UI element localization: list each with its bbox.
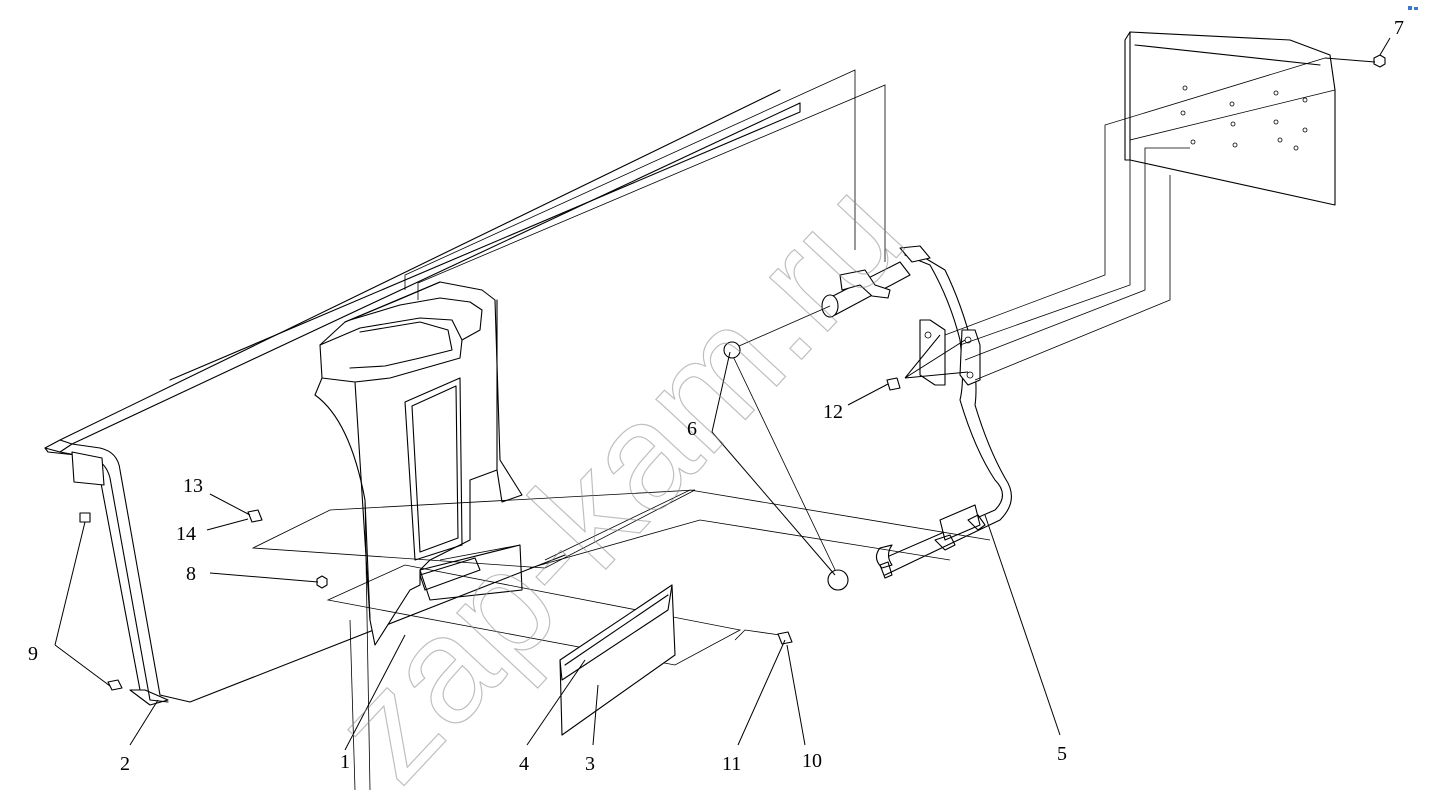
callout-4: 4 (519, 753, 529, 775)
cap-6-lower (827, 569, 849, 591)
fastener-9-lower (107, 679, 123, 691)
callout-6: 6 (687, 418, 697, 440)
callout-3: 3 (585, 753, 595, 775)
pipe-upper-segment (821, 245, 931, 318)
callout-8: 8 (186, 563, 196, 585)
corner-logo-icon (1408, 6, 1418, 10)
fastener-9-upper (79, 512, 91, 523)
bolt-13 (247, 509, 263, 523)
mounting-plate-upper (251, 489, 696, 569)
callout-9: 9 (28, 643, 38, 665)
part-5-pipe (875, 254, 1012, 579)
cap-6-upper (723, 341, 741, 359)
bolt-10 (777, 631, 793, 645)
callout-2: 2 (120, 753, 130, 775)
assembly-lines (349, 57, 1336, 791)
nut-8 (316, 575, 328, 589)
side-panel-left (44, 89, 801, 706)
callout-1: 1 (340, 751, 350, 773)
bolt-12 (886, 377, 901, 391)
callout-11: 11 (722, 753, 741, 775)
callout-5: 5 (1057, 743, 1067, 765)
callout-7: 7 (1394, 17, 1404, 39)
mounting-plate-lower (326, 564, 742, 666)
callout-labels: 1 2 3 4 5 6 7 8 9 10 11 12 13 14 (28, 17, 1404, 775)
frame-panel-right (1124, 31, 1336, 206)
part-1-bracket-housing (314, 281, 523, 646)
hardware (79, 54, 1386, 691)
leader-lines (54, 37, 1391, 751)
part-3-mud-flap (559, 584, 676, 736)
callout-13: 13 (183, 475, 203, 497)
callout-12: 12 (823, 401, 843, 423)
callout-14: 14 (176, 523, 196, 545)
callout-10: 10 (802, 750, 822, 772)
nut-7 (1373, 54, 1386, 68)
